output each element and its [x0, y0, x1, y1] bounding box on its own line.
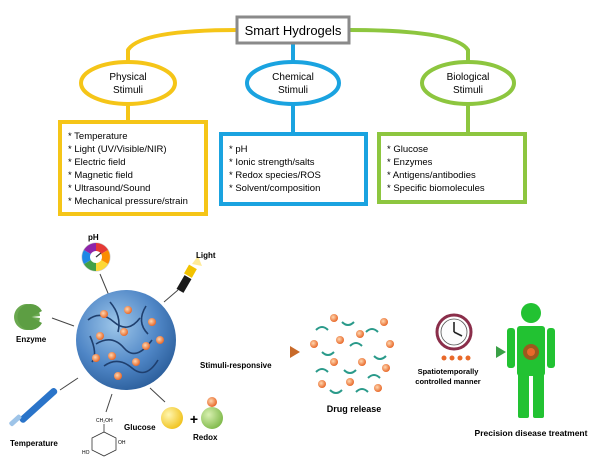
- physical-item: * Light (UV/Visible/NIR): [68, 144, 167, 155]
- hydrogel-network: [87, 301, 159, 374]
- arrow-head-1: [290, 346, 300, 358]
- chemical-stimuli-ellipse: [245, 60, 341, 106]
- redox-plus: +: [190, 411, 198, 427]
- target-organ-icon: [523, 344, 539, 360]
- biological-item: * Glucose: [387, 144, 428, 155]
- redox-green-ball-icon: [201, 407, 223, 429]
- glucose-ch2oh: CH₂OH: [96, 418, 113, 424]
- physical-item: * Magnetic field: [68, 170, 133, 181]
- physical-item: * Mechanical pressure/strain: [68, 196, 188, 207]
- chemical-item: * Solvent/composition: [229, 183, 320, 194]
- human-figure-icon: [507, 303, 555, 418]
- title: Smart Hydrogels: [245, 23, 342, 38]
- flashlight-icon: [176, 256, 202, 293]
- glucose-ho: HO: [82, 450, 90, 456]
- connector-biological: [348, 28, 470, 62]
- chemical-label-2: Stimuli: [278, 85, 308, 96]
- thermometer-icon: [9, 387, 58, 427]
- spatiotemporal-label-1: Spatiotemporally: [418, 367, 480, 376]
- chemical-items-box: [219, 132, 368, 206]
- biological-item: * Antigens/antibodies: [387, 170, 476, 181]
- physical-item: * Temperature: [68, 131, 128, 142]
- physical-stimuli-ellipse: [79, 60, 177, 106]
- physical-items: * Temperature * Light (UV/Visible/NIR) *…: [68, 131, 188, 207]
- arrow-head-2: [496, 346, 506, 358]
- enzyme-label: Enzyme: [16, 335, 47, 344]
- biological-items: * Glucose * Enzymes * Antigens/antibodie…: [387, 144, 485, 194]
- biological-item: * Enzymes: [387, 157, 433, 168]
- physical-label-1: Physical: [109, 72, 146, 83]
- connector-physical: [126, 28, 239, 62]
- light-label: Light: [196, 251, 216, 260]
- physical-item: * Electric field: [68, 157, 126, 168]
- ph-wheel-icon: [81, 242, 111, 272]
- chemical-items: * pH * Ionic strength/salts * Redox spec…: [229, 144, 321, 194]
- biological-label-1: Biological: [447, 72, 490, 83]
- chemical-label-1: Chemical: [272, 72, 314, 83]
- physical-item: * Ultrasound/Sound: [68, 183, 150, 194]
- redox-yellow-ball-icon: [161, 407, 183, 429]
- stimuli-responsive-label: Stimuli-responsive: [200, 361, 272, 370]
- biological-stimuli-ellipse: [420, 60, 516, 106]
- glucose-oh: OH: [118, 440, 126, 446]
- released-drug-cluster: [310, 314, 394, 394]
- redox-particle-icon: [207, 397, 217, 407]
- temperature-label: Temperature: [10, 439, 58, 448]
- redox-label: Redox: [193, 433, 218, 442]
- biological-item: * Specific biomolecules: [387, 183, 485, 194]
- physical-label-2: Stimuli: [113, 85, 143, 96]
- enzyme-icon-shape: [17, 304, 42, 330]
- chemical-item: * Redox species/ROS: [229, 170, 321, 181]
- biological-label-2: Stimuli: [453, 85, 483, 96]
- chemical-item: * Ionic strength/salts: [229, 157, 315, 168]
- precision-treatment-label: Precision disease treatment: [475, 428, 588, 438]
- physical-items-box: [58, 120, 208, 216]
- ph-label: pH: [88, 233, 99, 242]
- drug-release-label: Drug release: [327, 404, 382, 414]
- glucose-molecule-icon: [91, 424, 117, 457]
- process-illustration: pH Light Enzyme Temperature CH₂OH OH HO …: [9, 233, 588, 457]
- title-box: [235, 15, 351, 45]
- clock-dots: [441, 355, 471, 361]
- chemical-item: * pH: [229, 144, 248, 155]
- spatiotemporal-label-2: controlled manner: [415, 377, 481, 386]
- hydrogel-drug-particles: [92, 306, 164, 380]
- hierarchy: Smart Hydrogels Physical Stimuli Chemica…: [58, 15, 527, 216]
- glucose-label: Glucose: [124, 423, 156, 432]
- biological-items-box: [377, 132, 527, 204]
- clock-icon: [435, 313, 473, 351]
